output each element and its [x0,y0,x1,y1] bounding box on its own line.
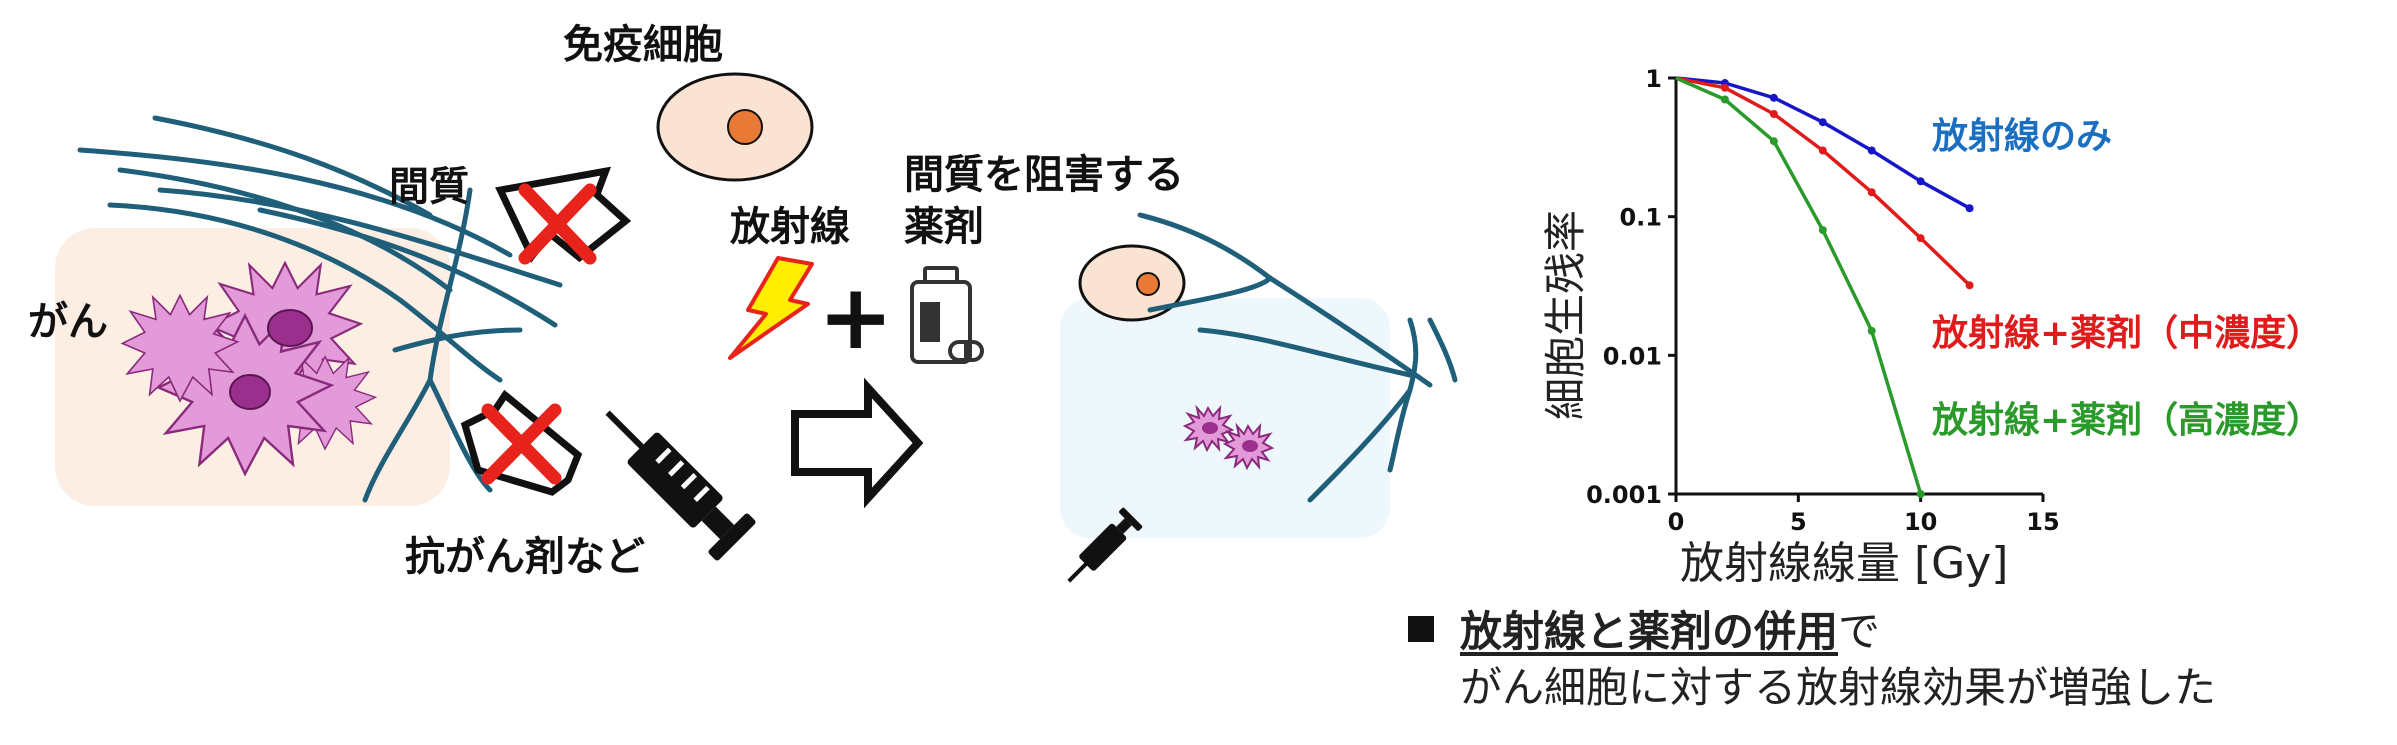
cross-mark-icon [518,183,597,265]
data-point [1916,234,1925,243]
series-label: 放射線のみ [1932,116,2112,157]
immune-cell [656,72,814,182]
data-point [1720,83,1729,92]
medicine-bottle-icon [910,266,984,364]
y-tick-label: 1 [1645,65,1662,93]
lightning-icon [728,256,814,360]
y-tick-label: 0.01 [1603,342,1662,370]
cancer-nucleus [229,374,271,410]
x-tick-label: 15 [2026,508,2059,536]
stroma-label: 間質 [389,164,469,210]
series-line [1675,76,1971,287]
data-point [1867,146,1876,155]
anticancer-drugs-label: 抗がん剤など [405,534,645,580]
syringe-icon [605,410,756,561]
summary-line1: 放射線と薬剤の併用で [1408,604,2216,660]
remaining-fibers [1137,212,1458,503]
plus-sign: + [818,265,893,370]
big-arrow-icon [791,377,924,509]
data-point [1965,204,1974,213]
summary-line1-rest: で [1838,607,1881,656]
x-tick-label: 10 [1904,508,1937,536]
stroma-inhibitor-label-line2: 薬剤 [904,204,984,250]
stroma-inhibitor-label-line1: 間質を阻害する [904,152,1184,198]
data-point [1769,110,1778,119]
data-point [1818,118,1827,127]
data-point [1769,93,1778,102]
series-label: 放射線+薬剤（中濃度） [1932,313,2322,354]
data-point [1720,95,1729,104]
chart-x-axis-label: 放射線線量 [Gy] [1680,538,2008,589]
data-point [1916,490,1925,498]
cross-mark-icon [481,403,562,485]
series-line [1675,76,1923,495]
chart-y-axis-label: 細胞生残率 [1541,210,1590,420]
summary-text: 放射線と薬剤の併用で がん細胞に対する放射線効果が増強した [1408,604,2216,716]
data-point [1818,226,1827,235]
radiation-label: 放射線 [730,204,850,250]
stroma-fibers [77,115,563,503]
data-point [1769,137,1778,146]
immune-cell-small [1078,244,1186,322]
data-point [1965,281,1974,290]
summary-line2: がん細胞に対する放射線効果が増強した [1460,663,2217,712]
immune-cell-label: 免疫細胞 [563,22,723,68]
cancer-cell-cluster [121,261,377,476]
x-tick-label: 0 [1668,508,1685,536]
square-bullet-icon [1408,616,1434,642]
x-tick-label: 5 [1790,508,1807,536]
data-point [1916,177,1925,186]
y-tick-label: 0.001 [1586,481,1662,509]
y-tick-label: 0.1 [1619,204,1662,232]
series-label: 放射線+薬剤（高濃度） [1932,400,2322,441]
blocked-immune-arrow [495,166,632,265]
data-point [1818,146,1827,155]
cancer-nucleus [267,309,313,347]
data-point [1867,326,1876,335]
summary-emphasis: 放射線と薬剤の併用 [1460,607,1839,656]
syringe-icon [1067,507,1143,583]
data-point [1867,188,1876,197]
cancer-label: がん [28,299,108,345]
small-cancer-cells [1184,407,1273,469]
blocked-drug-arrow [460,389,583,496]
